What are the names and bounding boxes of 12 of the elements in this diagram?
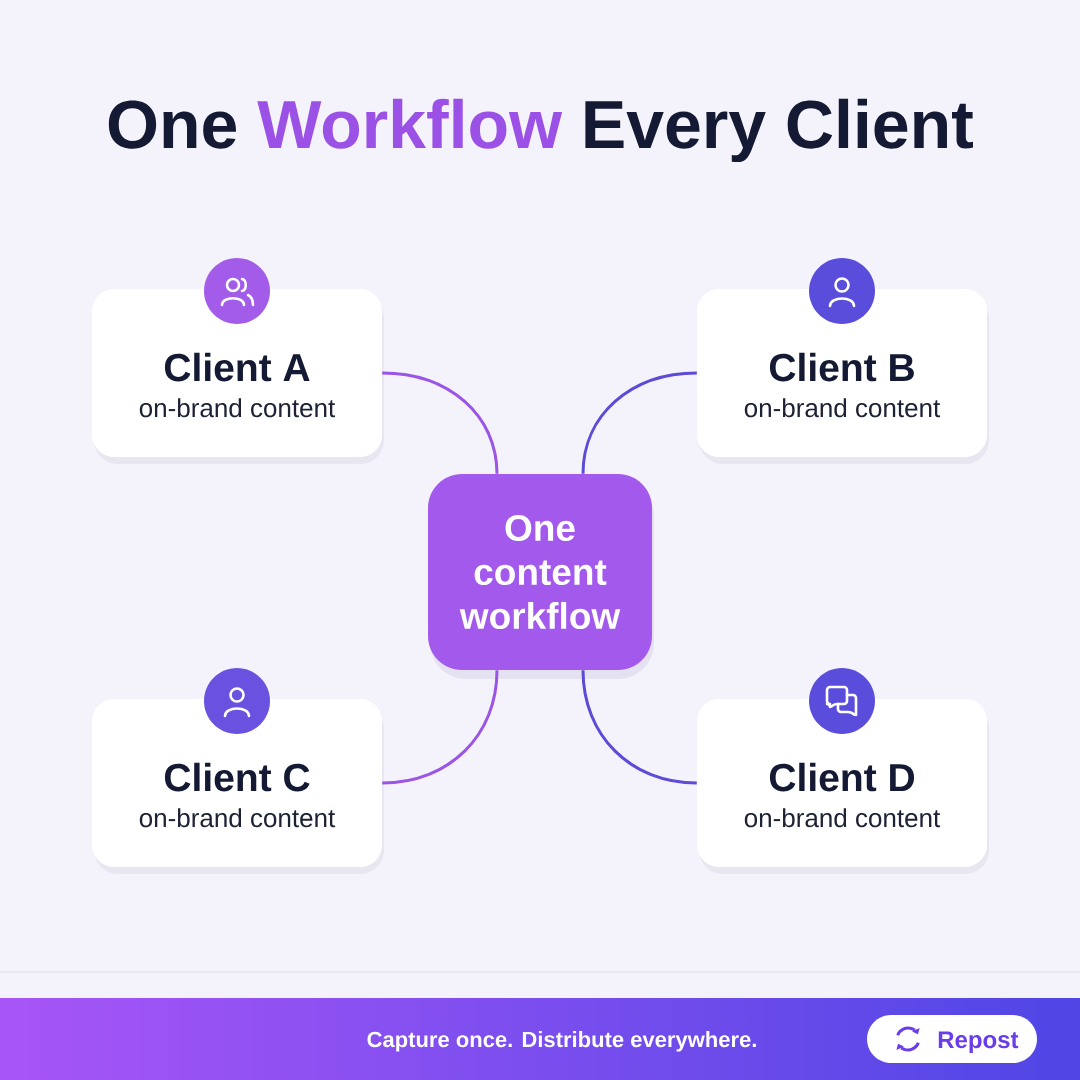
repost-button: Repost [867,1015,1037,1063]
card: Client A on-brand content [92,289,384,464]
process-box: One content workflow [428,474,654,679]
tagline: Capture once. Distribute everywhere. [367,1031,756,1052]
card: Client C on-brand content [92,699,384,874]
connector [382,670,499,785]
card: Client D on-brand content [697,699,989,874]
connector [382,371,499,474]
card: Client B on-brand content [697,289,989,464]
connector [581,670,697,785]
connector [581,371,697,474]
title: One Workflow Every Client [108,98,973,163]
